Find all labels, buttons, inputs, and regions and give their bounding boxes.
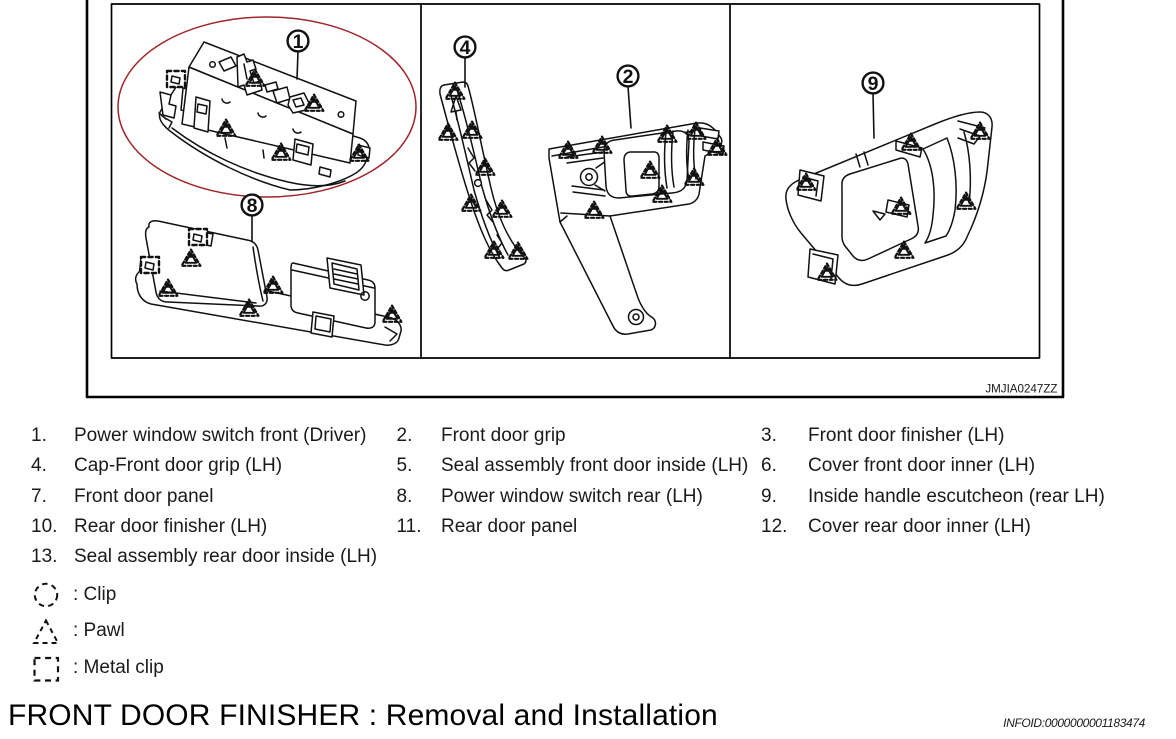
svg-text:4: 4 bbox=[460, 37, 471, 59]
svg-text:1: 1 bbox=[293, 31, 304, 53]
svg-text:2: 2 bbox=[623, 66, 634, 88]
svg-text:8: 8 bbox=[247, 195, 258, 217]
svg-text:9: 9 bbox=[868, 73, 879, 95]
svg-text:JMJIA0247ZZ: JMJIA0247ZZ bbox=[985, 383, 1057, 396]
